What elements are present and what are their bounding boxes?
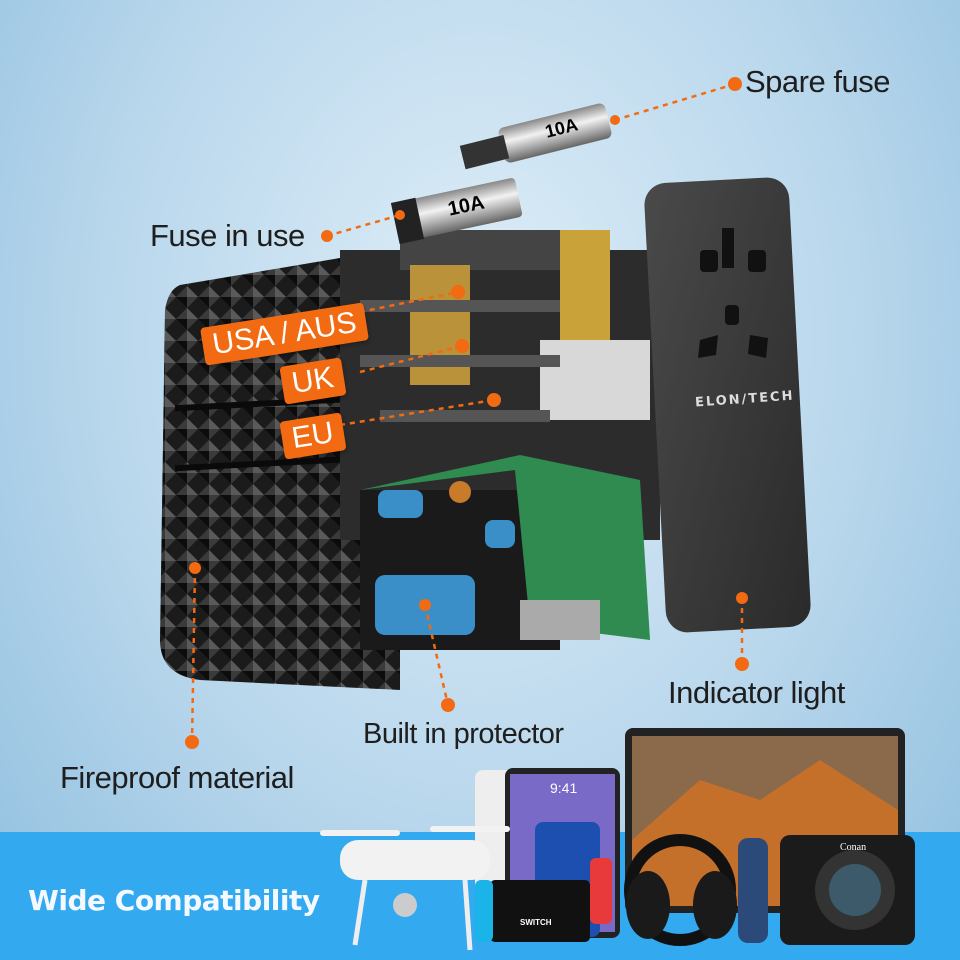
shaver	[738, 838, 768, 943]
game-console	[490, 880, 590, 942]
leader-lines	[190, 82, 744, 743]
drone	[320, 826, 510, 951]
fireproof-material-label: Fireproof material	[60, 760, 294, 795]
phone-time: 9:41	[550, 780, 578, 796]
built-in-protector-label: Built in protector	[363, 718, 564, 750]
faceplate	[644, 177, 811, 633]
internal-mechanism	[340, 230, 660, 650]
spare-fuse-label: Spare fuse	[745, 64, 890, 99]
fuse-in-use-label: Fuse in use	[150, 218, 305, 253]
banner-title: Wide Compatibility	[28, 884, 320, 917]
console-logo: SWITCH	[520, 918, 552, 927]
camera-brand: Conan	[840, 842, 867, 853]
fuse-in-use	[390, 178, 523, 245]
callout-dots	[185, 77, 749, 749]
spare-fuse	[459, 103, 612, 170]
indicator-light-label: Indicator light	[668, 675, 845, 710]
